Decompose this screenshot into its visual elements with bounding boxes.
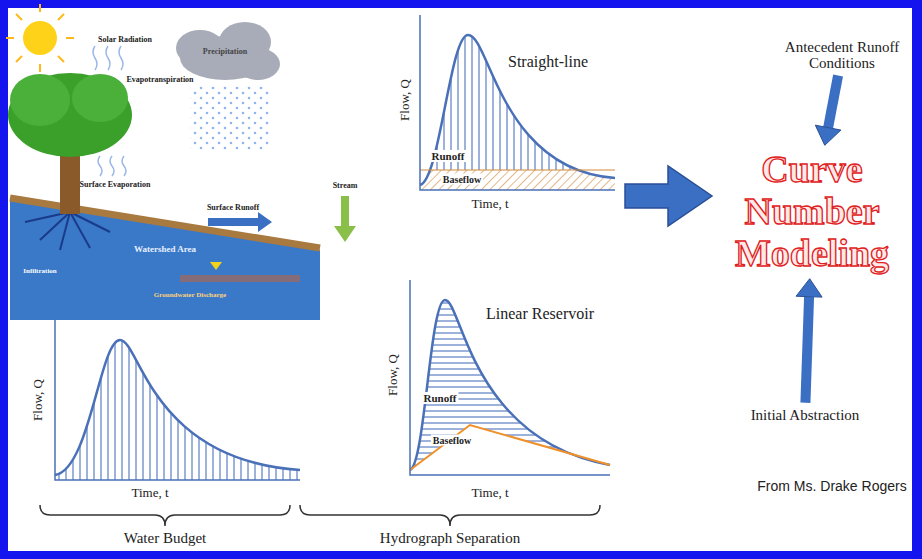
water-cycle — [10, 74, 70, 126]
water-cycle — [58, 56, 64, 62]
label: Flow, Q — [386, 354, 400, 396]
water-cycle — [10, 198, 320, 248]
node-text: Initial Abstraction — [718, 407, 893, 424]
hydrograph-charts — [420, 15, 615, 190]
arrow-head — [796, 279, 822, 297]
label: Linear Reservoir — [486, 305, 594, 323]
water-cycle — [98, 156, 102, 176]
hydrograph-charts — [420, 35, 615, 185]
water-cycle — [334, 196, 356, 242]
label: Evapotranspiration — [126, 76, 193, 85]
hydrograph-charts — [410, 280, 610, 475]
block-arrow — [796, 279, 822, 403]
node-text: Curve Number Modeling — [717, 149, 907, 274]
label: Flow, Q — [398, 79, 412, 121]
arrow-shaft — [828, 76, 838, 128]
label: Time, t — [471, 486, 508, 500]
hydrograph-charts — [410, 425, 610, 470]
water-cycle — [58, 14, 64, 20]
label: Surface Runoff — [207, 204, 259, 213]
water-cycle — [6, 4, 356, 320]
label: Runoff — [429, 150, 466, 162]
water-cycle — [70, 212, 110, 232]
water-cycle — [119, 46, 123, 70]
label: Precipitation — [203, 48, 247, 57]
label: Solar Radiation — [98, 36, 152, 45]
water-cycle — [60, 212, 70, 250]
water-cycle — [8, 73, 132, 157]
hydrograph-charts — [55, 330, 300, 480]
label: Straight-line — [508, 53, 588, 71]
hydrograph-charts — [410, 300, 610, 470]
hydrograph-charts — [55, 320, 300, 480]
label: Stream — [333, 182, 358, 191]
water-cycle — [180, 275, 300, 282]
arrow-shaft — [805, 297, 809, 403]
water-cycle — [176, 22, 280, 80]
water-cycle — [66, 37, 74, 39]
water-cycle — [208, 212, 272, 232]
text-node: Initial Abstraction — [718, 407, 893, 424]
hydrograph-charts — [55, 15, 615, 480]
label: Groundwater Discharge — [154, 292, 226, 300]
water-cycle — [10, 200, 320, 320]
water-cycle — [23, 21, 57, 55]
water-cycle — [122, 156, 126, 176]
title-node: Curve Number Modeling — [717, 149, 907, 274]
brace — [40, 505, 600, 526]
label: Flow, Q — [31, 379, 45, 421]
label: Hydrograph Separation — [380, 530, 520, 547]
water-cycle — [8, 73, 132, 157]
hydrograph-charts — [420, 20, 615, 170]
label: Infiltration — [23, 268, 56, 276]
label: Time, t — [471, 197, 508, 211]
water-cycle — [190, 86, 270, 150]
water-cycle — [93, 46, 97, 70]
label: Baseflow — [431, 435, 473, 446]
water-cycle — [25, 212, 110, 250]
node-text: Antecedent Runoff Conditions — [782, 39, 902, 72]
arrow-head — [815, 125, 841, 145]
water-cycle — [6, 4, 74, 72]
label: Water Budget — [124, 530, 207, 547]
water-cycle — [39, 64, 41, 72]
water-cycle — [110, 156, 114, 176]
label: Surface Evaporation — [80, 181, 151, 190]
label: Watershed Area — [134, 245, 196, 255]
water-cycle — [106, 46, 110, 70]
water-cycle — [6, 37, 14, 39]
water-cycle — [16, 14, 22, 20]
label: Baseflow — [441, 174, 483, 185]
hydrograph-charts — [55, 340, 300, 475]
water-cycle — [210, 262, 222, 270]
water-cycle — [39, 4, 41, 12]
block-arrow — [815, 76, 841, 146]
hydrograph-charts — [420, 170, 615, 171]
big-arrow — [625, 166, 712, 226]
label: Time, t — [131, 486, 168, 500]
water-cycle — [72, 74, 128, 122]
label: Runoff — [421, 392, 458, 404]
brace — [40, 505, 290, 526]
water-cycle — [16, 56, 22, 62]
brace — [300, 505, 600, 526]
text-node: Antecedent Runoff Conditions — [782, 39, 902, 72]
hydrograph-charts — [410, 290, 610, 475]
label: From Ms. Drake Rogers — [757, 479, 906, 494]
